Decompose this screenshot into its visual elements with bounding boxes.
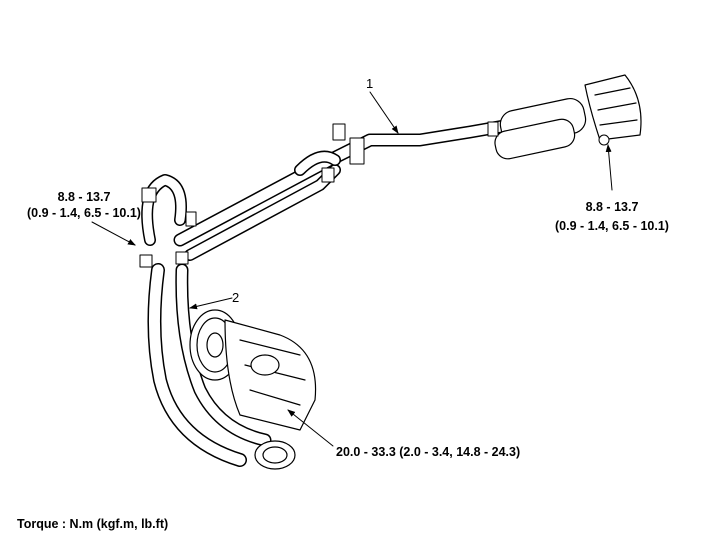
leader-right-torque [605, 144, 613, 191]
torque-label-right: 8.8 - 13.7 (0.9 - 1.4, 6.5 - 10.1) [548, 198, 676, 236]
leader-compressor-torque [287, 409, 334, 447]
torque-label-compressor: 20.0 - 33.3 (2.0 - 3.4, 14.8 - 24.3) [336, 445, 521, 459]
fittings [139, 121, 610, 268]
torque-value: 8.8 - 13.7 [585, 200, 639, 214]
torque-unit-note: Torque : N.m (kgf.m, lb.ft) [17, 517, 169, 531]
discharge-hose-2 [141, 174, 272, 467]
torque-label-left: 8.8 - 13.7 (0.9 - 1.4, 6.5 - 10.1) [6, 189, 162, 221]
leader-left-torque [91, 221, 136, 246]
leader-part-1 [369, 91, 399, 134]
compressor [189, 309, 317, 470]
suction-hose-1 [173, 118, 517, 261]
leader-part-2 [189, 297, 233, 310]
torque-conversion: (0.9 - 1.4, 6.5 - 10.1) [27, 206, 141, 220]
receiver-drier [494, 74, 642, 160]
torque-value: 8.8 - 13.7 [57, 190, 111, 204]
callout-part-2: 2 [232, 290, 240, 305]
torque-conversion: (0.9 - 1.4, 6.5 - 10.1) [555, 219, 669, 233]
callout-part-1: 1 [366, 76, 374, 91]
